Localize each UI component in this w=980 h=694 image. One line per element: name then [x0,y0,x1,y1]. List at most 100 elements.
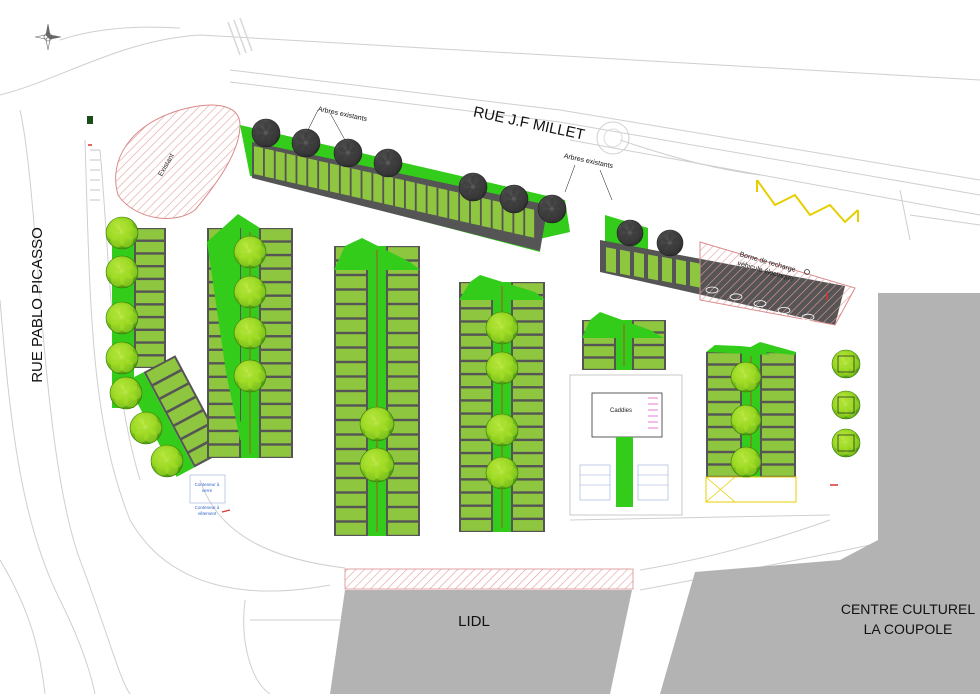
parking-stall [395,178,404,209]
parking-stall [634,321,664,332]
tree-icon [485,413,519,447]
parking-stall [167,398,202,425]
parking-stall [336,305,366,318]
parking-stall [513,348,543,360]
parking-stall [708,365,740,376]
parking-stall [584,333,614,344]
parking-stall [762,440,794,451]
parking-stall [136,280,164,291]
parking-stall [416,183,426,214]
parking-stall [461,520,491,531]
ev-charger-icon [705,286,719,294]
caddies-label: Caddies [610,408,632,414]
tree-icon [359,447,395,483]
tree-icon [291,128,321,158]
tree-icon [458,172,488,202]
parking-stall [470,195,480,226]
parking-stall [634,358,664,369]
ev-charger-icon [729,293,743,301]
parking-stall [319,160,329,191]
parking-stall [209,378,239,390]
parking-stall [525,207,535,238]
parking-stall [461,309,491,321]
parking-stall [492,200,502,231]
parking-stall [336,319,366,332]
parking-stall [209,391,239,403]
parking-stall [460,193,470,223]
parking-stall [461,375,491,387]
parking-stall [513,467,543,479]
parking-stall [762,353,794,364]
parking-stall [662,256,672,283]
tree-icon [616,219,644,247]
parking-stall [209,445,239,457]
parking-stall [340,165,350,196]
parking-stall [329,163,339,194]
parking-stall [762,453,794,464]
parking-stall [136,229,164,240]
centre-culturel-line2: LA COUPOLE [864,621,953,637]
parking-block [334,238,420,536]
parking-stall [336,493,366,506]
parking-stall [388,305,418,318]
centre-culturel-line1: CENTRE CULTUREL [841,601,976,617]
parking-stall [209,432,239,444]
parking-stall [388,479,418,492]
parking-stall [136,292,164,304]
pedestrian-crossing [344,568,634,590]
tree-icon [485,311,519,345]
parking-stall [708,378,740,389]
signal-box [87,116,93,124]
parking-stall [264,148,274,179]
tree-icon [233,359,267,393]
tree-icon [656,229,684,257]
parking-stall [261,432,291,444]
tree-icon [831,390,861,420]
centre-culturel-building [660,293,980,694]
parking-stall [762,428,794,439]
parking-stall [261,445,291,457]
parking-stall [336,406,366,419]
parking-stall [388,334,418,347]
tree-icon [251,118,281,148]
tree-icon [485,351,519,385]
parking-stall [261,418,291,430]
parking-stall [308,158,318,189]
parking-stall [513,309,543,321]
parking-stall [261,296,291,308]
tree-icon [333,138,363,168]
parking-stall [461,362,491,373]
yellow-zigzag-marking [756,179,859,224]
parking-stall [388,290,418,303]
green-island [582,312,664,338]
parking-stall [336,435,366,448]
parking-stall [388,392,418,405]
parking-stall [261,256,291,268]
arbres-existants-label-2: Arbres existants [563,153,614,170]
parking-stall [336,464,366,477]
trees [105,118,861,490]
parking-stall [708,353,740,364]
parking-stall [513,506,543,518]
parking-stall [461,441,491,452]
parking-stall [708,440,740,451]
parking-stall [513,493,543,505]
parking-stall [297,156,307,186]
parking-stall [336,334,366,347]
parking-stall [461,296,491,308]
parking-stall [261,364,291,376]
parking-stall [461,480,491,492]
parking-stall [461,506,491,518]
parking-stall [405,180,415,211]
parking-stall [708,428,740,439]
parking-stall [513,283,543,294]
parking-stall [513,414,543,426]
parking-block [134,228,166,368]
parking-stall [336,508,366,521]
parking-stall [261,405,291,417]
ev-parking-strip [600,215,856,326]
parking-stall [209,405,239,417]
parking-stall [136,305,164,316]
parking-stall [762,403,794,414]
parking-stall [461,454,491,466]
